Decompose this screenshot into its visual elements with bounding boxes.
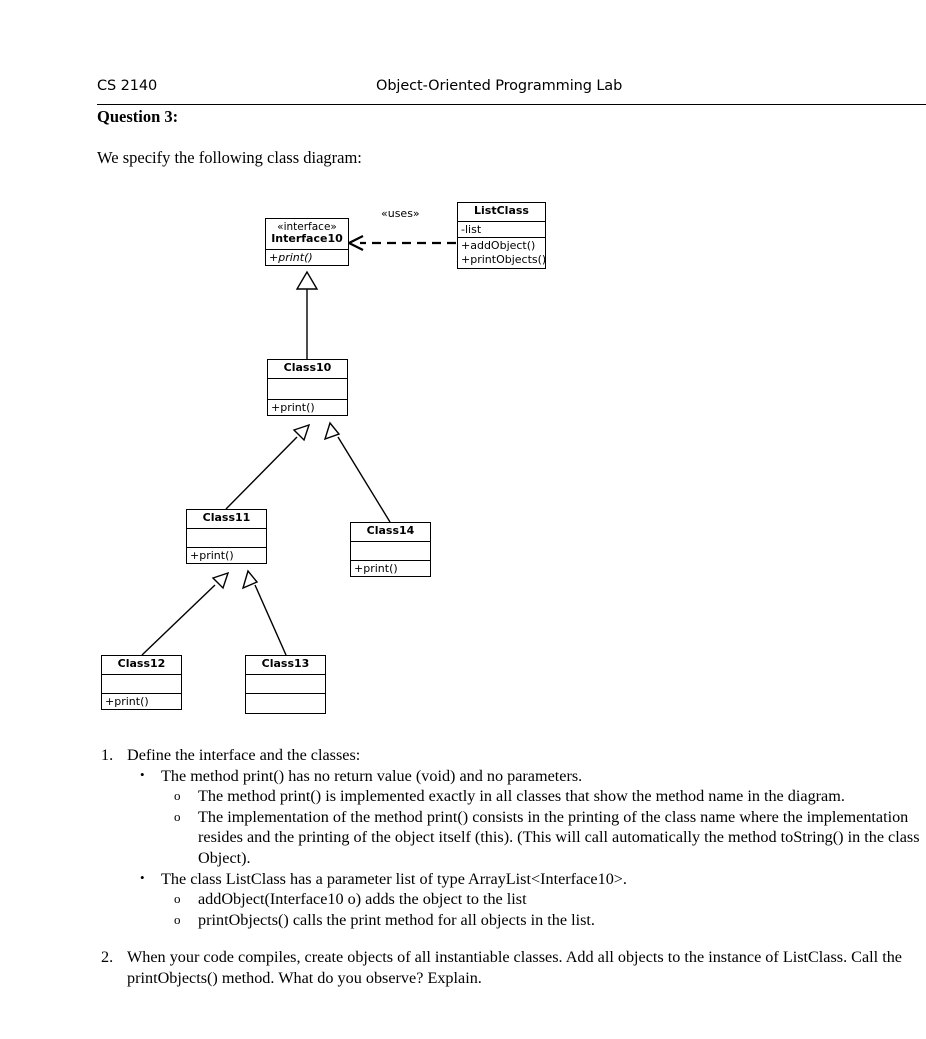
generalization-arrowhead-class13 <box>241 569 259 590</box>
uml-class-class13-operations <box>246 694 325 713</box>
sub-item: o addObject(Interface10 o) adds the obje… <box>165 889 926 910</box>
task-item-2: 2. When your code compiles, create objec… <box>97 947 926 988</box>
uml-class-class11-attributes <box>187 529 266 548</box>
uml-class-class10[interactable]: Class10 +print() <box>267 359 348 417</box>
bullet-2-text: The class ListClass has a parameter list… <box>161 869 627 888</box>
uml-class-class14-name: Class14 <box>351 523 430 542</box>
uml-class-class10-attributes <box>268 379 347 400</box>
uml-class-interface10-title: Interface10 <box>271 232 343 246</box>
realization-arrowhead-class10 <box>295 270 319 290</box>
bullet-2-subitems: o addObject(Interface10 o) adds the obje… <box>165 889 926 930</box>
uml-class-class11[interactable]: Class11 +print() <box>186 509 267 565</box>
uml-class-interface10-name: «interface» Interface10 <box>266 219 348 250</box>
sub-marker: o <box>174 911 181 927</box>
intro-sentence: We specify the following class diagram: <box>97 148 362 167</box>
uml-operation-printobjects: +printObjects() <box>461 253 547 267</box>
generalization-arrowhead-class11 <box>292 423 311 442</box>
task-item-1-bullet-1: • The method print() has no return value… <box>131 766 926 869</box>
uml-class-class12-name: Class12 <box>102 656 181 675</box>
uml-operation-print-class10: +print() <box>271 400 315 414</box>
uses-stereotype-label: «uses» <box>381 207 420 220</box>
uml-class-class13-attributes <box>246 675 325 694</box>
task-item-1-bullet-2: • The class ListClass has a parameter li… <box>131 869 926 931</box>
uml-class-interface10-operations: +print() <box>266 250 348 266</box>
sub-item: o The method print() is implemented exac… <box>165 786 926 807</box>
task-list: 1. Define the interface and the classes:… <box>97 745 926 989</box>
uml-operation-print-class11: +print() <box>190 548 234 562</box>
uml-class-class12[interactable]: Class12 +print() <box>101 655 182 711</box>
uml-class-class12-operations: +print() <box>102 694 181 710</box>
question-heading: Question 3: <box>97 107 179 126</box>
sub-item-text: The method print() is implemented exactl… <box>198 787 845 806</box>
generalization-arrowhead-class12 <box>211 571 230 590</box>
uml-class-class12-attributes <box>102 675 181 694</box>
sub-item: o printObjects() calls the print method … <box>165 910 926 931</box>
uml-class-interface10-stereotype: «interface» <box>277 221 337 233</box>
uml-class-interface10[interactable]: «interface» Interface10 +print() <box>265 218 349 267</box>
uml-class-class13-name: Class13 <box>246 656 325 675</box>
bullet-marker: • <box>140 766 145 782</box>
task-item-1: 1. Define the interface and the classes: <box>97 745 926 766</box>
uml-class-class10-name: Class10 <box>268 360 347 379</box>
header-course-title: Object-Oriented Programming Lab <box>376 78 623 94</box>
paragraph-spacer <box>97 930 926 947</box>
header-divider <box>97 104 926 105</box>
sub-item-text: addObject(Interface10 o) adds the object… <box>198 890 527 909</box>
uml-operation-print-class12: +print() <box>105 694 149 708</box>
uml-operation-print-class14: +print() <box>354 561 398 575</box>
generalization-arrowhead-class14 <box>323 421 341 441</box>
task-item-2-text: When your code compiles, create objects … <box>127 948 902 987</box>
uml-operation-print-interface10: +print() <box>269 250 313 264</box>
uses-arrowhead <box>348 235 364 251</box>
generalization-line-class14 <box>337 436 391 523</box>
uml-class-listclass[interactable]: ListClass -list +addObject() +printObjec… <box>457 202 546 269</box>
sub-item: o The implementation of the method print… <box>165 807 926 869</box>
uml-attribute-list: -list <box>461 222 482 236</box>
uml-operation-addobject: +addObject() <box>461 239 536 253</box>
generalization-line-class13 <box>254 584 287 656</box>
task-item-1-marker: 1. <box>101 746 114 764</box>
uml-class-class11-name: Class11 <box>187 510 266 529</box>
uml-class-class13[interactable]: Class13 <box>245 655 326 714</box>
uml-class-class14[interactable]: Class14 +print() <box>350 522 431 578</box>
uml-class-class11-operations: +print() <box>187 548 266 564</box>
task-item-2-marker: 2. <box>101 948 114 967</box>
generalization-line-class12 <box>141 584 216 656</box>
header-course-code: CS 2140 <box>97 78 158 94</box>
uml-class-class10-operations: +print() <box>268 400 347 416</box>
generalization-line-class11 <box>225 436 298 510</box>
page-header: CS 2140 Object-Oriented Programming Lab <box>97 78 926 104</box>
uml-class-listclass-attributes: -list <box>458 222 545 239</box>
uml-class-listclass-operations: +addObject() +printObjects() <box>458 238 547 268</box>
uml-class-class14-operations: +print() <box>351 561 430 577</box>
uml-class-listclass-name: ListClass <box>458 203 545 222</box>
sub-item-text: The implementation of the method print()… <box>198 807 920 867</box>
bullet-1-subitems: o The method print() is implemented exac… <box>165 786 926 868</box>
sub-marker: o <box>174 891 181 907</box>
bullet-marker: • <box>140 869 145 885</box>
task-item-1-text: Define the interface and the classes: <box>127 746 361 764</box>
sub-item-text: printObjects() calls the print method fo… <box>198 910 595 929</box>
sub-marker: o <box>174 788 181 804</box>
sub-marker: o <box>174 808 181 824</box>
bullet-1-text: The method print() has no return value (… <box>161 766 583 785</box>
uml-class-class14-attributes <box>351 542 430 561</box>
